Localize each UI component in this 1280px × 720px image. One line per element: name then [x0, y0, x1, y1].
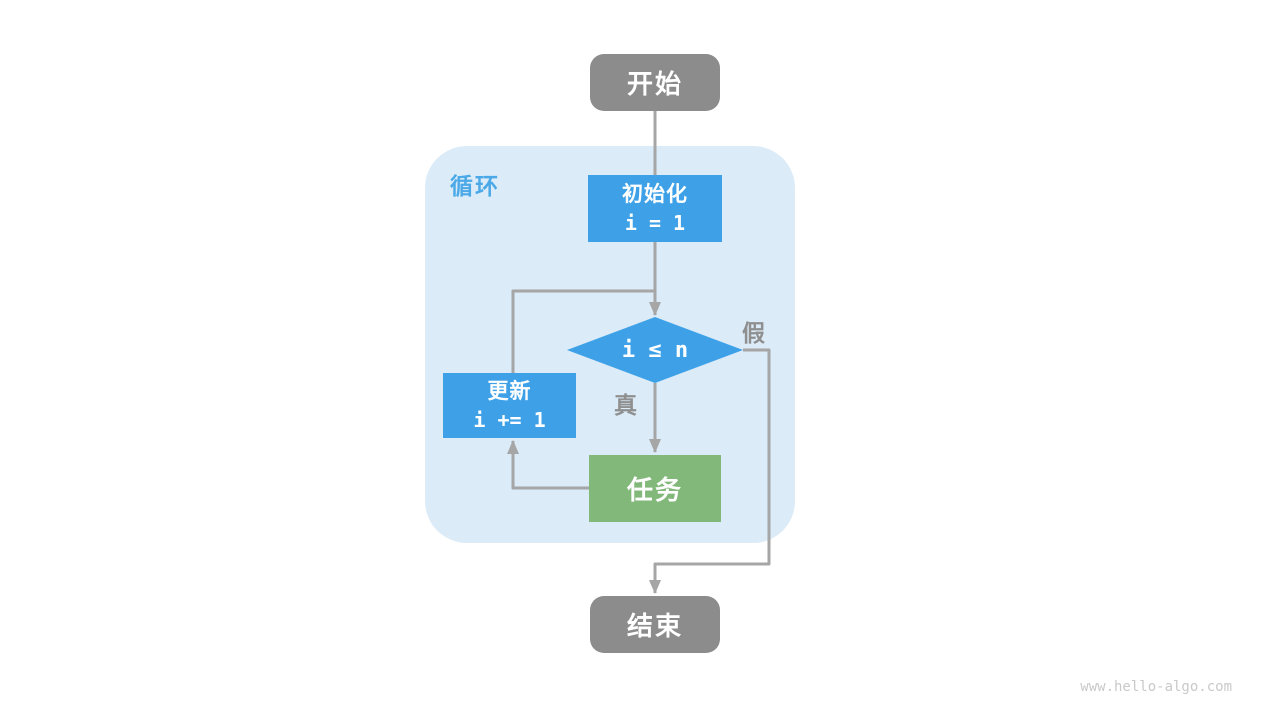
- node-update-code: i += 1: [473, 408, 546, 433]
- node-condition-code: i ≤ n: [621, 337, 689, 363]
- edge-task-to-update: [507, 440, 589, 490]
- node-start: 开始: [590, 54, 720, 111]
- watermark: www.hello-algo.com: [1080, 679, 1232, 695]
- node-init-title: 初始化: [622, 181, 688, 206]
- node-end-label: 结束: [626, 612, 683, 642]
- edge-label-true: 真: [614, 393, 637, 419]
- node-end: 结束: [590, 596, 720, 653]
- edge-label-false: 假: [742, 321, 765, 347]
- node-task: 任务: [589, 455, 721, 522]
- edge-update-to-condition: [511, 289, 655, 373]
- node-update-title: 更新: [487, 378, 532, 403]
- node-update: 更新 i += 1: [443, 373, 576, 438]
- loop-region-label: 循环: [450, 174, 500, 200]
- node-start-label: 开始: [626, 70, 683, 100]
- node-init: 初始化 i = 1: [588, 175, 722, 242]
- node-init-code: i = 1: [624, 211, 686, 236]
- edge-condition-false-to-end: [649, 348, 771, 594]
- node-task-label: 任务: [626, 476, 683, 506]
